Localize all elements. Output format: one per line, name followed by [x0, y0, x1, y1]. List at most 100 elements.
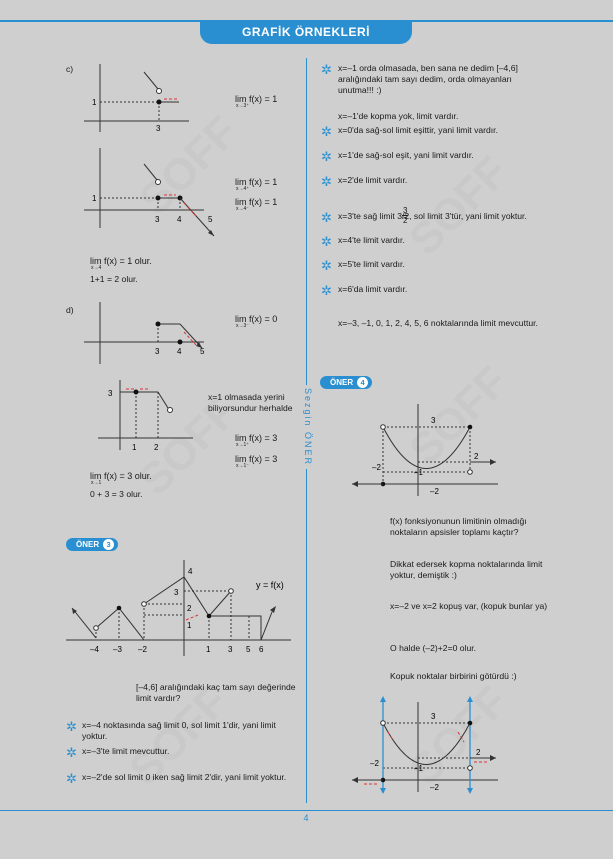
bullet-star-icon: ✲	[66, 745, 77, 760]
fraction-numerator: 3	[402, 206, 409, 216]
oner4-paragraph: x=–2 ve x=2 kopuş var, (kopuk bunlar ya)	[390, 601, 548, 611]
tick-x1: 1	[132, 443, 137, 452]
result-text: lim f(x) = 3 olur.	[90, 471, 152, 481]
footer-line	[0, 810, 613, 811]
tick-y4: 4	[188, 567, 193, 576]
tick-xm2: –2	[138, 645, 147, 654]
left-bullet: x=–2'de sol limit 0 iken sağ limit 2'dir…	[82, 772, 287, 782]
tick-x1: 1	[206, 645, 211, 654]
tick-x5: 5	[246, 645, 251, 654]
badge-number: 4	[357, 377, 369, 388]
left-bullet: x=–4 noktasında sağ limit 0, sol limit 1…	[82, 720, 276, 741]
badge-number: 3	[103, 539, 115, 550]
right-bullet: x=–1 orda olmasada, ben sana ne dedim [–…	[338, 63, 518, 95]
limit-sub: x→4⁺	[236, 186, 249, 192]
page-header-title: GRAFİK ÖRNEKLERİ	[200, 20, 412, 44]
tick-x3: 3	[228, 645, 233, 654]
right-bullet: x=4'te limit vardır.	[338, 235, 405, 245]
limit-text: lim f(x) = 1	[235, 177, 278, 187]
tick-y3: 3	[431, 416, 436, 425]
page-number: 4	[303, 813, 309, 823]
tick-xm1: –1	[414, 468, 423, 477]
right-bullet: x=1'de sağ-sol eşit, yani limit vardır.	[338, 150, 474, 160]
tick-y1: 1	[92, 98, 97, 107]
limit-sub: x→4	[91, 265, 102, 271]
limit-text: lim f(x) = 3	[235, 433, 278, 443]
conclusion: x=–3, –1, 0, 1, 2, 4, 5, 6 noktalarında …	[338, 318, 538, 328]
oner4-paragraph: Dikkat edersek kopma noktalarında limit …	[390, 559, 543, 580]
tick-ym2: –2	[430, 783, 439, 792]
result-d1: lim f(x) = 3 olur.x→1	[90, 471, 152, 486]
fraction-denominator: 2	[403, 216, 408, 225]
bullet-star-icon: ✲	[321, 234, 332, 249]
watermark: SOFF	[400, 147, 518, 265]
section-d-label: d)	[66, 305, 74, 315]
tick-ym2: –2	[430, 487, 439, 496]
tick-x5: 5	[200, 347, 205, 356]
right-bullet: x=–1'de kopma yok, limit vardır.	[338, 111, 459, 121]
tick-xm2: –2	[372, 463, 381, 472]
oner4-question: f(x) fonksiyonunun limitinin olmadığı no…	[390, 516, 527, 537]
oner4-paragraph: O halde (–2)+2=0 olur.	[390, 643, 476, 653]
tick-xm2: –2	[370, 759, 379, 768]
limit-text: lim f(x) = 1	[235, 197, 278, 207]
limit-sub: x→1⁻	[236, 463, 249, 469]
limit-sub: x→3⁺	[236, 103, 249, 109]
oner3-question: [–4,6] aralığındaki kaç tam sayı değerin…	[136, 682, 296, 703]
section-c-label: c)	[66, 64, 74, 74]
limit-sub: x→4⁻	[236, 206, 249, 212]
tick-x3: 3	[155, 215, 160, 224]
tick-y1: 1	[187, 621, 192, 630]
bullet-star-icon: ✲	[321, 149, 332, 164]
limit-sub: x→3⁻	[236, 323, 249, 329]
graph-oner3: 4 3 2 1 –4 –3 –2 1 3 5 6 y = f(x)	[66, 560, 291, 656]
tick-x6: 6	[259, 645, 264, 654]
author-name: Sezgin ÖNER	[299, 385, 313, 470]
bullet-star-icon: ✲	[321, 124, 332, 139]
badge-label: ÖNER	[76, 540, 100, 549]
tick-y1: 1	[92, 194, 97, 203]
tick-y2: 2	[474, 452, 479, 461]
tick-x3: 3	[156, 124, 161, 133]
graph-d2: 3 1 2	[98, 380, 193, 452]
tick-y2: 2	[476, 748, 481, 757]
tick-x3: 3	[155, 347, 160, 356]
graph-oner4-solution: 3 2 –2 –2 –1	[352, 696, 498, 794]
right-bullet: x=2'de limit vardır.	[338, 175, 408, 185]
tick-y3: 3	[108, 389, 113, 398]
limit-text: lim f(x) = 1	[235, 94, 278, 104]
result-c1: lim f(x) = 1 olur.x→4	[90, 256, 152, 271]
tick-xm3: –3	[113, 645, 122, 654]
bullet-star-icon: ✲	[321, 174, 332, 189]
badge-label: ÖNER	[330, 378, 354, 387]
right-bullet: x=5'te limit vardır.	[338, 259, 405, 269]
limit-text: lim f(x) = 0	[235, 314, 278, 324]
result-c2: 1+1 = 2 olur.	[90, 274, 138, 284]
limit-sub: x→1	[91, 480, 102, 486]
tick-y3: 3	[431, 712, 436, 721]
graph-c2: 1 3 4 5	[84, 148, 215, 237]
tick-y3: 3	[174, 588, 179, 597]
note-d2: x=1 olmasada yerini biliyorsundur herhal…	[208, 392, 293, 413]
graph-oner4: 3 2 –2 –2 –1	[352, 404, 498, 496]
result-text: lim f(x) = 1 olur.	[90, 256, 152, 266]
left-bullet: x=–3'te limit mevcuttur.	[82, 746, 170, 756]
tick-xm4: –4	[90, 645, 99, 654]
bullet-star-icon: ✲	[66, 771, 77, 786]
tick-x5: 5	[208, 215, 213, 224]
tick-x4: 4	[177, 347, 182, 356]
limit-sub: x→1⁺	[236, 442, 249, 448]
tick-x2: 2	[154, 443, 159, 452]
function-label: y = f(x)	[256, 580, 284, 590]
bullet-star-icon: ✲	[321, 210, 332, 225]
bullet-star-icon: ✲	[321, 283, 332, 298]
bullet-star-icon: ✲	[321, 62, 332, 77]
graph-d1: 3 4 5	[84, 302, 205, 364]
